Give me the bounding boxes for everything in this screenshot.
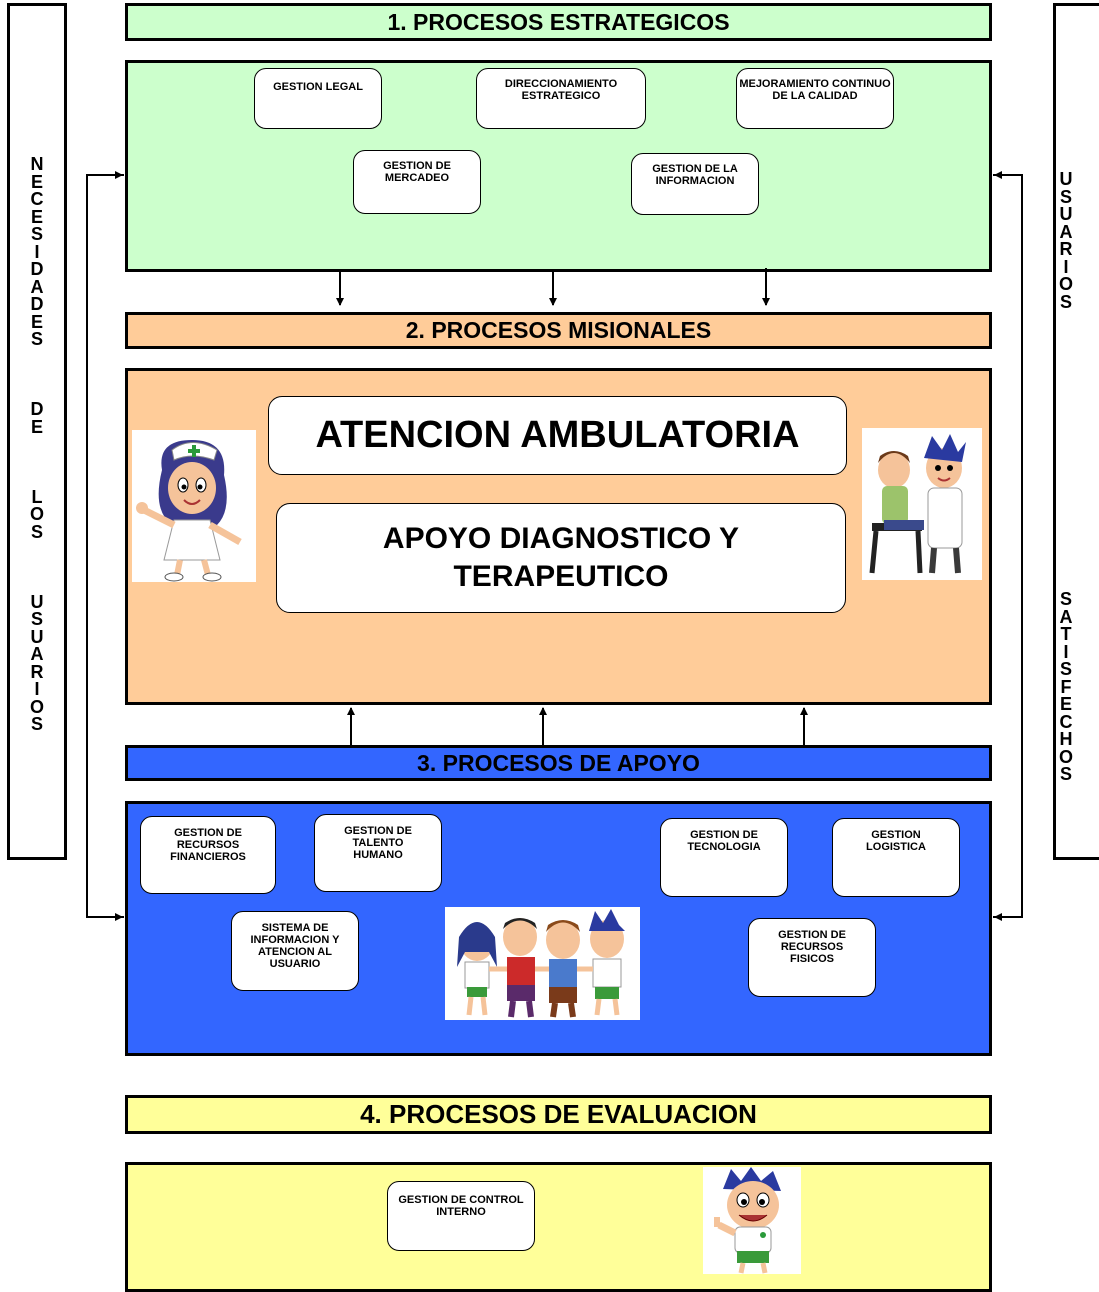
node-tecnologia: GESTION DE TECNOLOGIA	[660, 818, 788, 897]
left-sidebar: N E C E S I D A D E S D E L O S U S U A …	[7, 3, 67, 860]
evaluacion-header: 4. PROCESOS DE EVALUACION	[125, 1095, 992, 1134]
node-control-interno: GESTION DE CONTROL INTERNO	[387, 1181, 535, 1251]
node-mejoramiento-calidad: MEJORAMIENTO CONTINUO DE LA CALIDAD	[736, 68, 894, 129]
node-atencion-ambulatoria: ATENCION AMBULATORIA	[268, 396, 847, 475]
apoyo-header: 3. PROCESOS DE APOYO	[125, 745, 992, 781]
node-direccionamiento-estrategico: DIRECCIONAMIENTO ESTRATEGICO	[476, 68, 646, 129]
node-recursos-fisicos: GESTION DE RECURSOS FISICOS	[748, 918, 876, 997]
misionales-header: 2. PROCESOS MISIONALES	[125, 312, 992, 349]
right-sidebar: U S U A R I O S S A T I S F E C H O S	[1053, 3, 1099, 860]
right-connector-line	[993, 174, 1023, 918]
node-apoyo-diagnostico: APOYO DIAGNOSTICO Y TERAPEUTICO	[276, 503, 846, 613]
left-sidebar-text: N E C E S I D A D E S D E L O S U S U A …	[29, 154, 44, 734]
boy-thumbs-up-cartoon-icon	[703, 1167, 801, 1274]
node-talento-humano: GESTION DE TALENTO HUMANO	[314, 814, 442, 892]
estrategicos-title: 1. PROCESOS ESTRATEGICOS	[387, 8, 730, 35]
nurse-cartoon-icon	[132, 430, 256, 582]
node-gestion-mercadeo: GESTION DE MERCADEO	[353, 150, 481, 214]
children-group-cartoon-icon	[445, 907, 640, 1020]
node-recursos-financieros: GESTION DE RECURSOS FINANCIEROS	[140, 816, 276, 894]
doctor-patient-cartoon-icon	[862, 428, 982, 580]
evaluacion-title: 4. PROCESOS DE EVALUACION	[360, 1099, 757, 1129]
left-connector-line	[86, 174, 124, 918]
node-logistica: GESTION LOGISTICA	[832, 818, 960, 897]
right-sidebar-text: U S U A R I O S S A T I S F E C H O S	[1058, 169, 1073, 784]
misionales-title: 2. PROCESOS MISIONALES	[405, 317, 712, 343]
node-gestion-informacion: GESTION DE LA INFORMACION	[631, 153, 759, 215]
apoyo-title: 3. PROCESOS DE APOYO	[417, 749, 700, 776]
estrategicos-header: 1. PROCESOS ESTRATEGICOS	[125, 3, 992, 41]
node-sistema-informacion: SISTEMA DE INFORMACION Y ATENCION AL USU…	[231, 911, 359, 991]
node-gestion-legal: GESTION LEGAL	[254, 68, 382, 129]
